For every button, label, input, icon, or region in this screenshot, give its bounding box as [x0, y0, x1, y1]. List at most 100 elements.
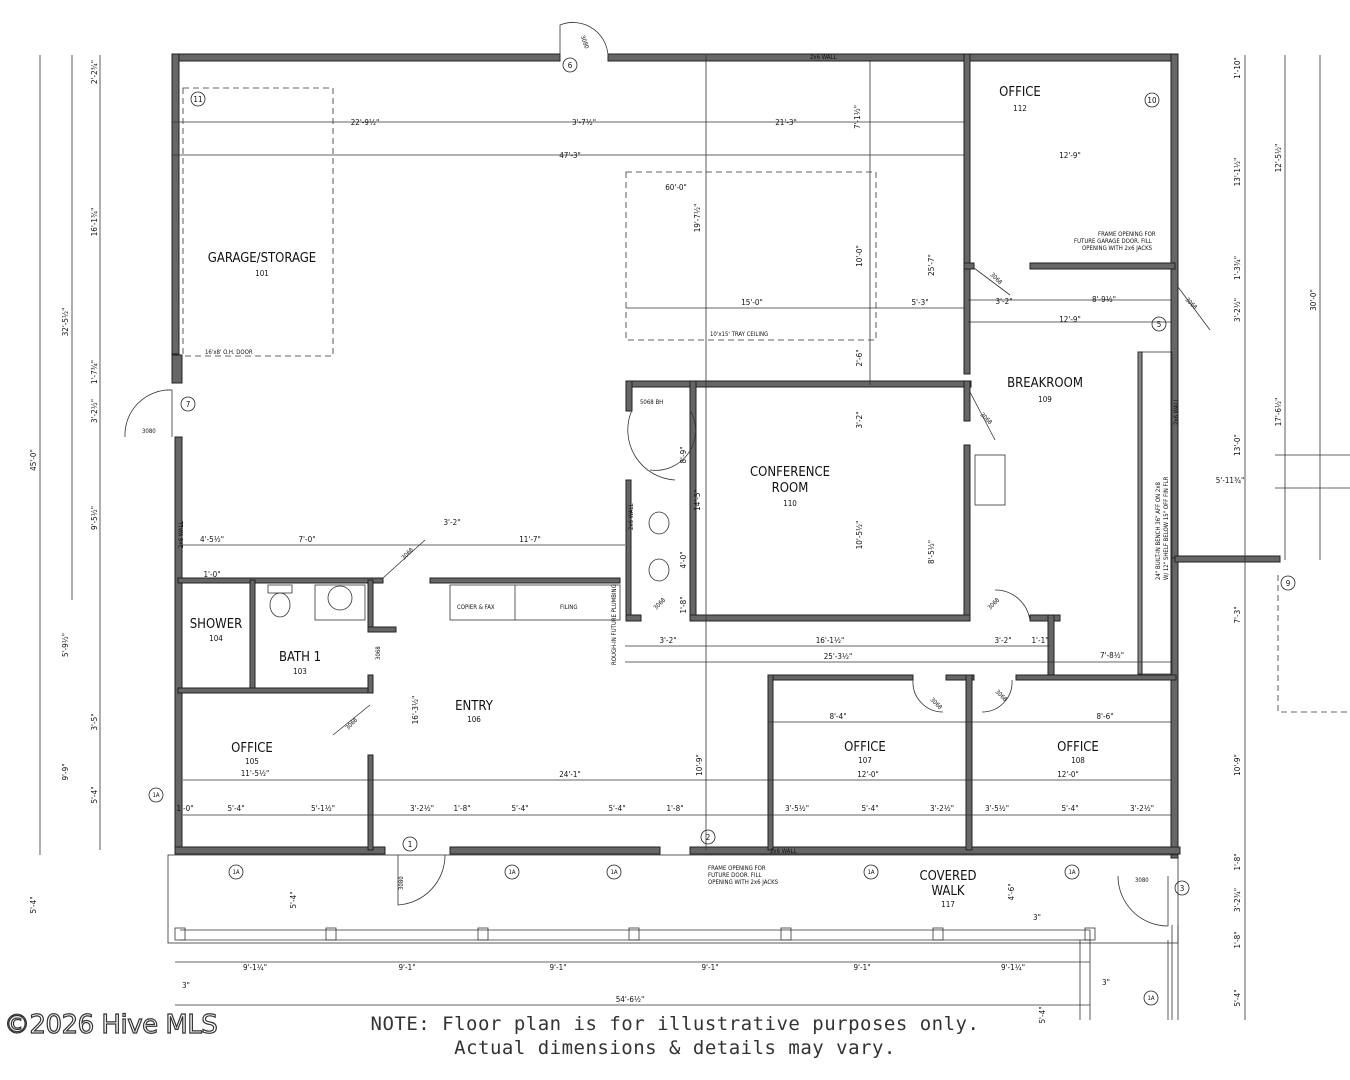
door-arc-off1 [332, 704, 371, 736]
conference-label: CONFERENCE [750, 465, 830, 480]
dim-5-4side2: 5'-4" [289, 891, 298, 908]
wall-2x6-bottom: 2x6 WALL [770, 848, 797, 855]
toilet [269, 592, 291, 618]
dim-8-4: 8'-4" [829, 712, 846, 721]
door-arc-office [973, 267, 1011, 296]
toilet-2 [648, 511, 670, 535]
marker-1a-d: 1A [610, 869, 617, 876]
shower-label: SHOWER [190, 617, 243, 632]
dim-7-3: 7'-3" [1233, 606, 1242, 623]
door-3068-f: 3068 [994, 688, 1009, 703]
tray-ceiling-label: 10'x15' TRAY CEILING [710, 331, 768, 338]
wall-2x6-top: 2x6 WALL [810, 54, 837, 61]
frame-garage-2: FUTURE GARAGE DOOR. FILL [1074, 238, 1152, 245]
dim-1-0: 1'-0" [203, 570, 220, 579]
door-arc-3 [1117, 875, 1169, 927]
dim-1-8b: 1'-8" [453, 804, 470, 813]
bench-label-2: W/ 12" SHELF BELOW 15" OFF FIN FLR [1163, 476, 1170, 580]
dim-3-2d: 3'-2" [994, 636, 1011, 645]
dim-11-5: 11'-5½" [241, 769, 270, 778]
dim-9-1d: 9'-1" [701, 963, 718, 972]
dim-3-5left: 3'-5" [90, 713, 99, 730]
dim-22-9: 22'-9½" [351, 118, 380, 127]
marker-1: 1 [408, 840, 413, 849]
dim-10-9r: 10'-9" [1233, 754, 1242, 776]
dim-5-4d: 5'-4" [861, 804, 878, 813]
office-right-label: OFFICE [1057, 740, 1099, 755]
wall-corr-top-left [177, 577, 384, 584]
wall-off-divider [965, 674, 973, 851]
copier-counter [449, 584, 621, 621]
office-mid-num: 107 [858, 756, 872, 765]
garage-label: GARAGE/STORAGE [208, 251, 316, 266]
dim-1-8top: 1'-8" [1233, 853, 1242, 870]
dim-1-3: 1'-3¾" [1233, 256, 1242, 280]
sink [974, 454, 1006, 506]
wall-top-right [607, 53, 1179, 62]
dim-25-3: 25'-3½" [824, 652, 853, 661]
dim-5-4a: 5'-4" [227, 804, 244, 813]
office-right-num: 108 [1071, 756, 1085, 765]
conference-label-2: ROOM [772, 481, 809, 496]
marker-1a-g: 1A [1147, 995, 1154, 1002]
wall-off-mid-left [767, 674, 774, 851]
dim-3-2g: 3'-2½" [930, 804, 954, 813]
dim-8-5: 8'-5½" [927, 540, 936, 564]
dim-3b: 3" [1102, 978, 1110, 987]
dim-11-7: 11'-7" [519, 535, 541, 544]
toilet-tank [267, 584, 293, 594]
wall-conf-top [625, 380, 972, 388]
wall-top [171, 53, 561, 62]
dim-3-7: 3'-7½" [572, 118, 596, 127]
wall-left-lower [174, 436, 183, 854]
office-mid-label: OFFICE [844, 740, 886, 755]
marker-1a-b: 1A [232, 869, 239, 876]
door-3080-right: 3080 [1135, 877, 1149, 884]
wall-restroom-bottom [625, 614, 642, 622]
dim-overall-w: 47'-3" [559, 151, 581, 160]
frame-garage-1: FRAME OPENING FOR [1098, 231, 1156, 238]
office-top-num: 112 [1013, 104, 1027, 113]
door-3068-d: 3068 [986, 596, 1001, 611]
dim-25-7: 25'-7" [927, 254, 936, 276]
wall-shower-right [249, 579, 256, 693]
dim-13-1: 13'-1½" [1233, 158, 1242, 187]
wall-off-mid-top [767, 674, 914, 681]
office-top-label: OFFICE [999, 85, 1041, 100]
breakroom-label: BREAKROOM [1007, 376, 1083, 391]
dim-16-1left: 16'-1¾" [90, 208, 99, 237]
dim-2-2: 2'-2¾" [90, 60, 99, 84]
right-dashed [1277, 575, 1350, 713]
dim-9-5: 9'-5½" [90, 506, 99, 530]
marker-2: 2 [706, 833, 711, 842]
dim-9-1b: 9'-1" [398, 963, 415, 972]
door-3068-g: 3068 [979, 411, 994, 426]
wall-off-mid-top-2 [945, 674, 975, 681]
wall-off-right-top [1015, 674, 1177, 681]
door-arc-7 [124, 389, 173, 438]
dim-3c: 3" [1033, 913, 1041, 922]
door-3068-b: 3068 [344, 716, 359, 731]
note-line-2: Actual dimensions & details may vary. [454, 1037, 896, 1059]
dim-17-6: 17'-6½" [1274, 398, 1283, 427]
breakroom-num: 109 [1038, 395, 1052, 404]
wall-bath-right [367, 579, 374, 633]
frame-door-3: OPENING WITH 2x6 JACKS [708, 879, 779, 886]
wall-office-left-right [367, 754, 374, 851]
bench-outline [1137, 351, 1173, 675]
wall-2x6-v3: 2x6 WALL [628, 504, 635, 531]
dim-1-10: 1'-10" [1233, 57, 1242, 79]
entry-label: ENTRY [455, 699, 494, 714]
door-3080-left: 3080 [142, 428, 156, 435]
markers: 11 6 10 5 7 9 1A 1A 1A 1A 1A 1A 1A 1 2 3 [148, 57, 1296, 1006]
thin-lines [39, 22, 1350, 1020]
dim-30-0: 30'-0" [1309, 289, 1318, 311]
dim-3-2r: 3'-2¾" [1233, 888, 1242, 912]
dim-3-5: 3'-5½" [785, 804, 809, 813]
dim-10-5: 10'-5½" [855, 521, 864, 550]
dim-24-1: 24'-1" [559, 770, 581, 779]
door-3068-a: 3068 [400, 546, 415, 561]
wall-office-top-left [963, 53, 971, 375]
dim-19-7: 19'-7½" [693, 204, 702, 233]
garage-num: 101 [255, 269, 269, 278]
